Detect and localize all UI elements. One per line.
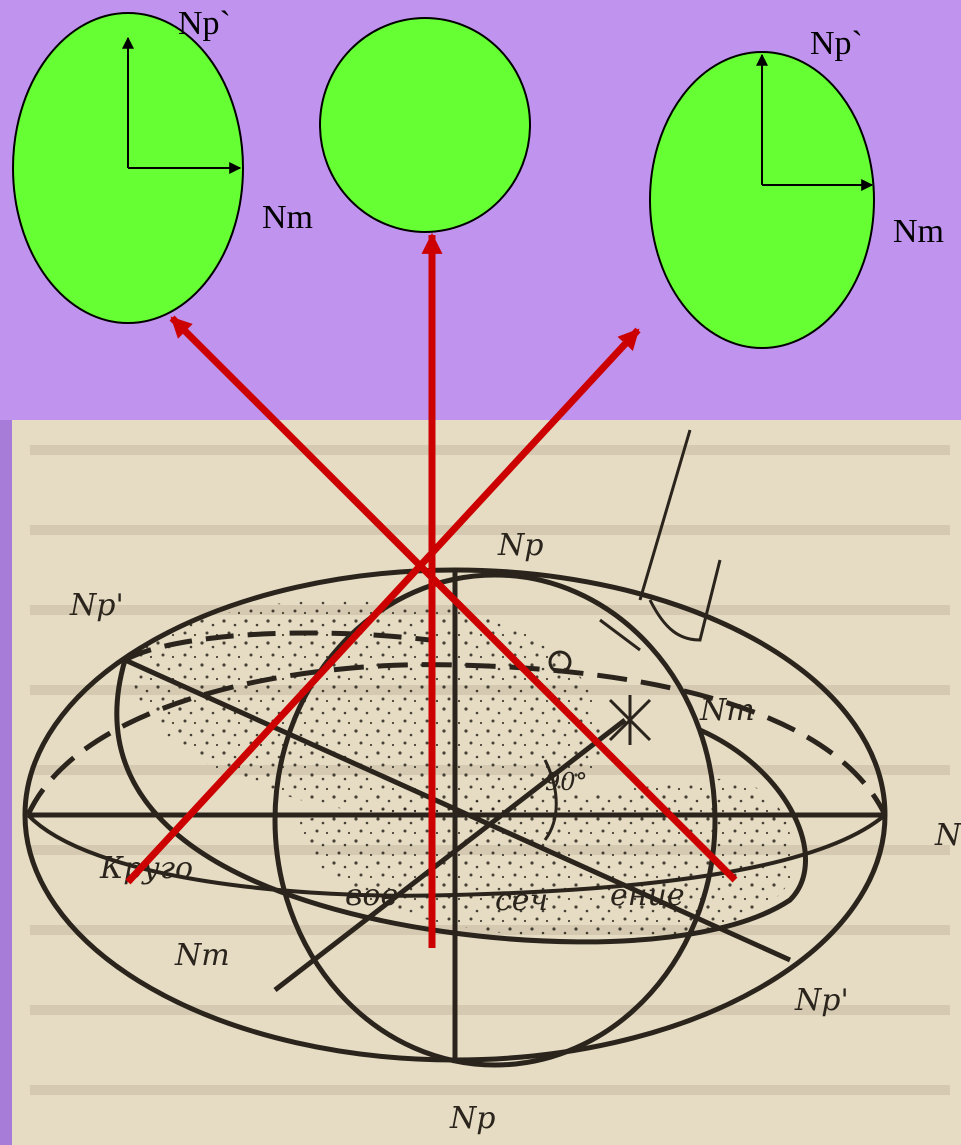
inner-ellipse xyxy=(272,572,718,1068)
right-nm-label: Nm xyxy=(893,213,944,250)
left-ellipse-group: Np` Nm xyxy=(12,5,313,324)
np-prime-axis-line xyxy=(123,657,792,963)
left-np-label: Np` xyxy=(178,5,231,42)
right-ellipse-group: Np` Nm xyxy=(649,25,944,349)
indicatrix-labels: Np Np' Nm 90° N Кругo вое сеч ение Nm Np… xyxy=(69,528,961,1136)
right-np-label: Np` xyxy=(810,25,863,62)
angle-arc xyxy=(543,759,558,841)
label-np-prime-left: Np' xyxy=(69,588,124,623)
label-circle-4: ение xyxy=(610,878,685,913)
label-np-bottom: Np xyxy=(449,1101,495,1136)
circular-section-dashed xyxy=(123,630,431,663)
indicatrix-drawing xyxy=(22,429,888,1068)
red-arrows xyxy=(125,232,738,948)
checkmark-curve xyxy=(648,559,722,642)
label-circle-3: сеч xyxy=(495,883,548,918)
left-nm-label: Nm xyxy=(262,199,313,236)
circular-section-outline xyxy=(114,659,808,945)
label-circle-1: Кругo xyxy=(99,851,193,886)
dotted-section-upper xyxy=(130,600,602,817)
nm-axis-line xyxy=(273,718,627,992)
label-np-prime-lower-right: Np' xyxy=(794,983,849,1018)
right-ellipse xyxy=(649,51,875,349)
tick-mark-1 xyxy=(599,618,641,652)
center-circle-group xyxy=(319,17,531,233)
arrow-to-left-ellipse xyxy=(169,315,738,883)
label-angle: 90° xyxy=(545,768,588,796)
nm-star xyxy=(608,695,652,745)
label-np-top: Np xyxy=(497,528,543,563)
label-nm-upper-right: Nm xyxy=(699,693,755,728)
equator-dashed xyxy=(25,662,888,817)
label-nm-lower-left: Nm xyxy=(174,938,230,973)
light-ray-line xyxy=(638,429,692,601)
label-circle-2: вое xyxy=(345,878,398,913)
center-circle xyxy=(319,17,531,233)
left-strip xyxy=(0,420,12,1145)
small-circle xyxy=(548,650,572,674)
label-edge-fragment: N xyxy=(934,818,961,853)
arrow-to-right-ellipse xyxy=(125,327,641,885)
